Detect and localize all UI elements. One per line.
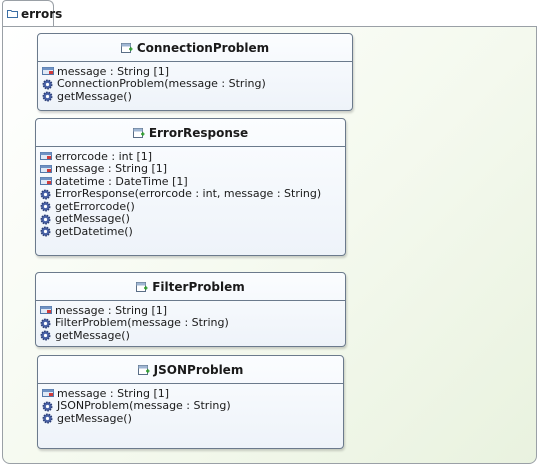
operation-text: JSONProblem(message : String) [57,399,231,413]
operation-row[interactable]: FilterProblem(message : String) [40,316,345,330]
operation-row[interactable]: getErrorcode() [40,200,345,213]
operation-text: getDatetime() [55,224,133,238]
operation-row[interactable]: getMessage() [42,90,352,103]
attribute-icon [40,305,52,315]
class-icon [132,127,145,138]
attribute-row[interactable]: errorcode : int [1] [40,150,345,163]
attribute-text: message : String [1] [57,64,170,78]
operation-gear-icon [42,413,54,424]
operation-text: ErrorResponse(errorcode : int, message :… [55,187,322,201]
operation-text: getErrorcode() [55,199,135,213]
class-icon [137,364,150,375]
attribute-text: datetime : DateTime [1] [55,174,188,188]
class-icon [120,42,133,53]
attribute-row[interactable]: message : String [1] [40,304,345,317]
class-name: FilterProblem [152,279,245,294]
attribute-icon [40,151,52,161]
class-box-jsonproblem[interactable]: JSONProblem message : String [1] JSONPro… [37,355,344,449]
attribute-text: message : String [1] [57,386,170,400]
class-header: JSONProblem [38,356,343,384]
class-members: errorcode : int [1] message : String [1]… [36,147,345,238]
attribute-text: message : String [1] [55,162,168,176]
class-header: ConnectionProblem [38,34,352,62]
class-name: ErrorResponse [148,125,249,140]
operation-row[interactable]: JSONProblem(message : String) [42,399,343,413]
attribute-text: message : String [1] [55,303,168,317]
operation-row[interactable]: getDatetime() [40,225,345,238]
package-tab[interactable]: errors [2,0,62,26]
operation-text: getMessage() [55,212,130,226]
package-name: errors [21,6,63,21]
folder-icon [7,9,18,18]
operation-text: ConnectionProblem(message : String) [57,77,266,91]
operation-gear-icon [40,201,52,212]
operation-row[interactable]: getMessage() [42,412,343,425]
class-members: message : String [1] FilterProblem(messa… [36,301,345,342]
class-header: ErrorResponse [36,119,345,147]
class-name: ConnectionProblem [136,40,270,55]
attribute-row[interactable]: datetime : DateTime [1] [40,175,345,188]
attribute-icon [40,176,52,186]
attribute-icon [40,164,52,174]
operation-text: FilterProblem(message : String) [55,316,229,330]
operation-gear-icon [42,401,54,412]
class-box-filterproblem[interactable]: FilterProblem message : String [1] Filte… [35,272,346,347]
attribute-icon [42,66,54,76]
attribute-text: errorcode : int [1] [55,149,153,163]
class-name: JSONProblem [153,362,244,377]
attribute-row[interactable]: message : String [1] [42,65,352,78]
operation-gear-icon [40,214,52,225]
operation-text: getMessage() [55,328,130,342]
operation-gear-icon [40,189,52,200]
class-icon [136,281,148,292]
attribute-icon [42,388,54,398]
class-header: FilterProblem [36,273,345,301]
operation-text: getMessage() [57,411,132,425]
class-members: message : String [1] ConnectionProblem(m… [38,62,352,103]
operation-gear-icon [40,226,52,237]
class-box-connectionproblem[interactable]: ConnectionProblem message : String [1] C… [37,33,353,111]
operation-gear-icon [40,318,52,329]
attribute-row[interactable]: message : String [1] [42,387,343,400]
operation-gear-icon [42,79,54,90]
class-members: message : String [1] JSONProblem(message… [38,384,343,425]
operation-row[interactable]: getMessage() [40,329,345,342]
operation-row[interactable]: getMessage() [40,212,345,226]
class-box-errorresponse[interactable]: ErrorResponse errorcode : int [1] messag… [35,118,346,256]
operation-text: getMessage() [57,89,132,103]
operation-row[interactable]: ConnectionProblem(message : String) [42,77,352,91]
operation-gear-icon [40,330,52,341]
operation-row[interactable]: ErrorResponse(errorcode : int, message :… [40,187,345,201]
operation-gear-icon [42,91,54,102]
attribute-row[interactable]: message : String [1] [40,162,345,176]
